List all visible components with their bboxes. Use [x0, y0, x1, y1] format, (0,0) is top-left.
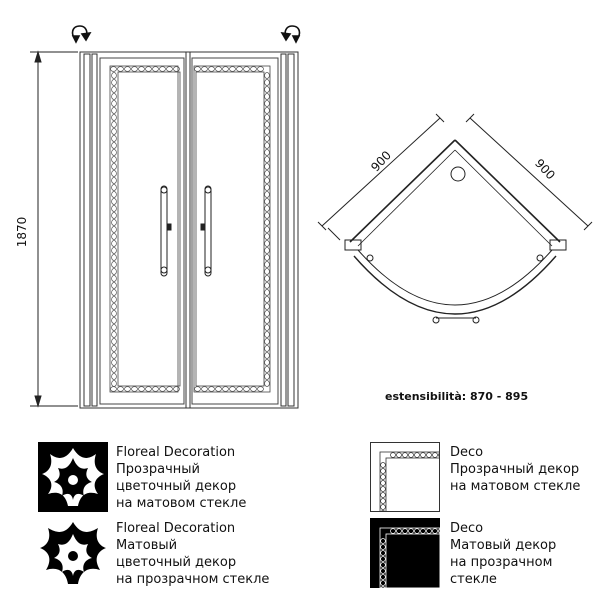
legend-item-1: Floreal Decoration Прозрачный цветочный … [116, 444, 246, 512]
legend-line: цветочный декор [116, 555, 237, 570]
legend-line: на прозрачном [450, 555, 553, 570]
handle-left [160, 185, 172, 277]
width-left-label: 900 [368, 148, 394, 174]
shower-tray [349, 139, 561, 315]
rotate-arrow-left-icon [71, 25, 92, 44]
legend-line: Матовый [116, 538, 178, 553]
height-label: 1870 [15, 217, 29, 248]
deco-clear-on-frosted-swatch [370, 442, 444, 516]
enclosure-frame [79, 51, 299, 409]
legend-line: на прозрачном стекле [116, 572, 270, 587]
legend-line: на матовом стекле [450, 479, 581, 494]
fittings [344, 239, 567, 324]
door-elevation-drawing: 1870 [15, 25, 301, 409]
handle-right [200, 185, 212, 277]
plan-dimension-left [317, 113, 445, 241]
legend-line: Прозрачный декор [450, 462, 580, 477]
legend-title: Deco [450, 445, 484, 460]
drain [450, 166, 466, 182]
deco-frosted-on-clear-swatch [370, 518, 444, 592]
height-dimension [30, 50, 78, 408]
legend-item-4: Deco Матовый декор на прозрачном стекле [450, 520, 556, 588]
plan-view-drawing: 900 900 [317, 113, 593, 324]
legend-title: Floreal Decoration [116, 521, 236, 536]
legend-item-2: Floreal Decoration Матовый цветочный дек… [116, 520, 269, 588]
door-center-seam [185, 52, 191, 408]
legend-line: на матовом стекле [116, 496, 247, 511]
floreal-frosted-on-clear-swatch [38, 518, 108, 588]
extensibility-label: estensibilità: 870 - 895 [385, 390, 529, 403]
legend-line: Прозрачный [116, 462, 201, 477]
door-right [191, 57, 279, 405]
floreal-clear-on-frosted-swatch [38, 442, 108, 512]
legend-line: Матовый декор [450, 538, 557, 553]
rotate-arrow-right-icon [280, 25, 301, 44]
legend-line: стекле [450, 572, 497, 587]
legend-title: Deco [450, 521, 484, 536]
legend-title: Floreal Decoration [116, 445, 236, 460]
legend-line: цветочный декор [116, 479, 237, 494]
plan-dimension-right [465, 113, 593, 231]
deco-pattern-border [110, 66, 270, 392]
door-left [99, 57, 185, 405]
legend-item-3: Deco Прозрачный декор на матовом стекле [450, 444, 580, 495]
